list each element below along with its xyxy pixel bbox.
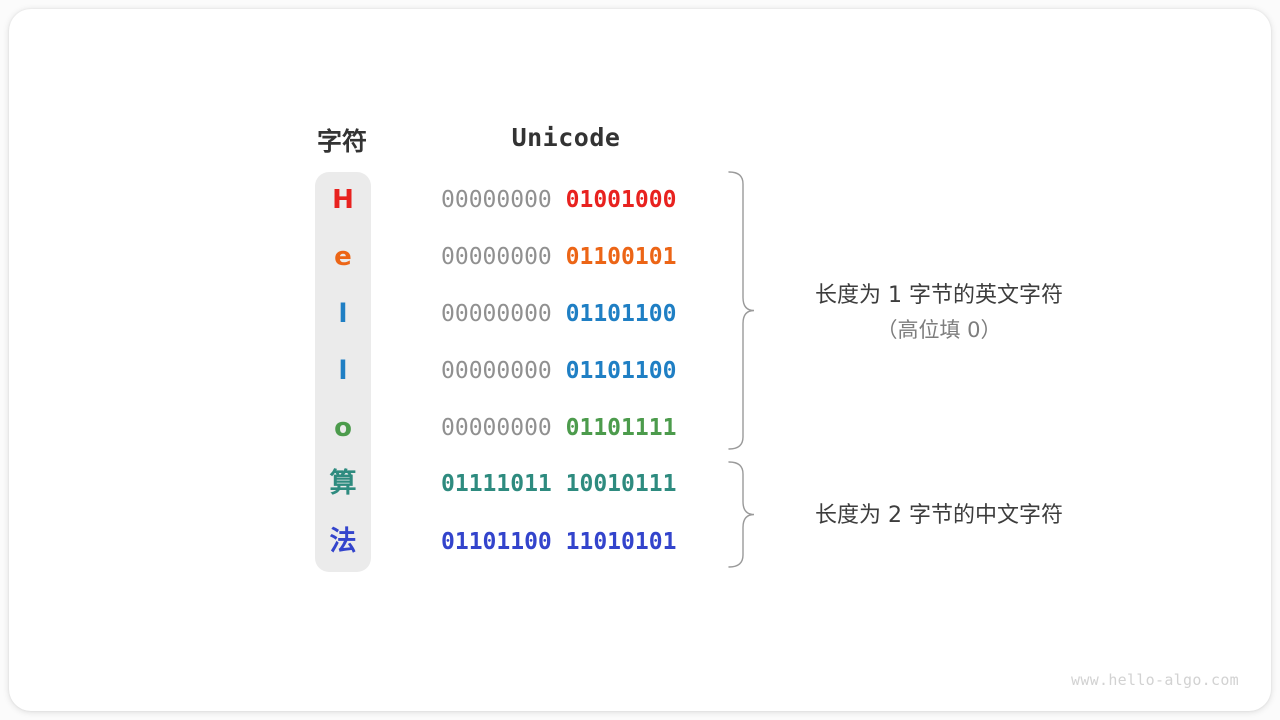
low-byte: 01101100: [565, 301, 677, 327]
character-column-pill: [315, 172, 371, 572]
unicode-bits-row: 00000000 01101111: [441, 413, 711, 443]
high-byte: 01111011: [441, 471, 552, 497]
brace-ascii-icon: [728, 171, 755, 450]
character-cell: l: [338, 356, 348, 386]
low-byte: 01100101: [565, 244, 677, 270]
unicode-bits-row: 00000000 01001000: [441, 185, 711, 215]
unicode-bits-row: 00000000 01101100: [441, 299, 711, 329]
brace-cjk-icon: [728, 461, 755, 568]
unicode-bits-row: 00000000 01100101: [441, 242, 711, 272]
high-byte: 00000000: [441, 358, 552, 384]
character-cell: 法: [329, 526, 357, 557]
annotation-ascii-sub: （高位填 0）: [876, 318, 1002, 342]
column-header-unicode: Unicode: [511, 123, 621, 152]
unicode-bits-row: 01111011 10010111: [441, 469, 711, 499]
annotation-cjk-main: 长度为 2 字节的中文字符: [815, 503, 1063, 528]
character-cell: l: [338, 299, 348, 329]
unicode-bits-row: 01101100 11010101: [441, 527, 711, 557]
low-byte: 01101100: [565, 358, 677, 384]
high-byte: 00000000: [441, 244, 552, 270]
unicode-bits-row: 00000000 01101100: [441, 356, 711, 386]
site-watermark: www.hello-algo.com: [1071, 671, 1239, 689]
character-cell: o: [334, 413, 352, 443]
column-header-character: 字符: [316, 127, 367, 156]
high-byte: 00000000: [441, 301, 552, 327]
character-cell: 算: [329, 468, 357, 499]
high-byte: 00000000: [441, 415, 552, 441]
character-cell: e: [334, 242, 352, 272]
low-byte: 01101111: [565, 415, 677, 441]
character-cell: H: [332, 185, 354, 215]
high-byte: 00000000: [441, 187, 552, 213]
annotation-ascii-main: 长度为 1 字节的英文字符: [815, 283, 1063, 308]
low-byte: 01001000: [565, 187, 677, 213]
low-byte: 11010101: [565, 529, 677, 555]
low-byte: 10010111: [565, 471, 677, 497]
high-byte: 01101100: [441, 529, 552, 555]
diagram-card: 字符 Unicode H 00000000 01001000 e 00000000 0…: [9, 9, 1271, 711]
